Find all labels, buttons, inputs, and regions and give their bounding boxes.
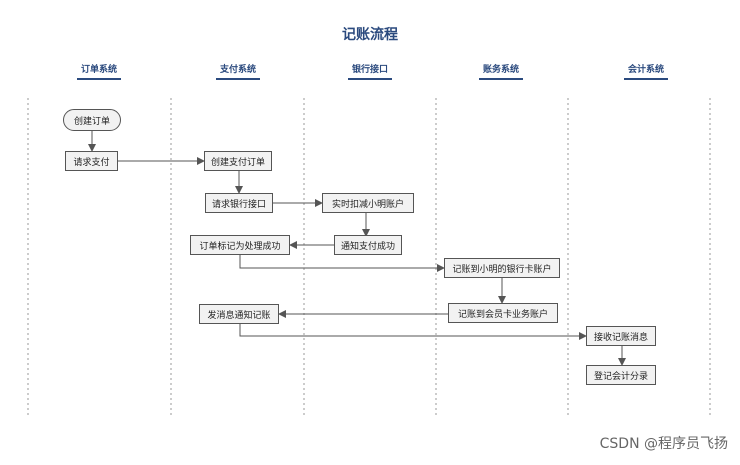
lane-label: 订单系统 (80, 65, 117, 75)
node-notify-payment-success: 通知支付成功 (334, 235, 402, 255)
lane-header-accounting-system: 会计系统 (624, 62, 668, 80)
node-mark-order-success: 订单标记为处理成功 (190, 235, 290, 255)
lane-label: 银行接口 (351, 65, 388, 75)
arrow-send-to-receive (239, 324, 587, 340)
node-register-accounting: 登记会计分录 (586, 365, 656, 385)
lane-label: 账务系统 (482, 65, 519, 75)
node-create-order: 创建订单 (63, 109, 121, 131)
node-request-payment: 请求支付 (65, 151, 118, 171)
node-create-payment-order: 创建支付订单 (204, 151, 272, 171)
node-receive-message: 接收记账消息 (586, 326, 656, 346)
node-send-notify-message: 发消息通知记账 (199, 304, 279, 324)
lane-header-accounts-system: 账务系统 (479, 62, 523, 80)
node-realtime-debit: 实时扣减小明账户 (322, 193, 414, 213)
lane-header-payment-system: 支付系统 (216, 62, 260, 80)
lane-dividers (27, 98, 711, 418)
diagram-title: 记账流程 (342, 27, 398, 43)
lane-label: 支付系统 (219, 65, 256, 75)
node-request-bank: 请求银行接口 (205, 193, 273, 213)
node-record-bank-account: 记账到小明的银行卡账户 (444, 258, 560, 278)
lane-header-bank-interface: 银行接口 (348, 62, 392, 80)
arrow-mark-to-record-bank (239, 255, 445, 272)
watermark: CSDN @程序员飞扬 (599, 436, 728, 452)
lane-label: 会计系统 (627, 65, 664, 75)
node-record-member-account: 记账到会员卡业务账户 (448, 303, 558, 323)
lane-header-order-system: 订单系统 (77, 62, 121, 80)
